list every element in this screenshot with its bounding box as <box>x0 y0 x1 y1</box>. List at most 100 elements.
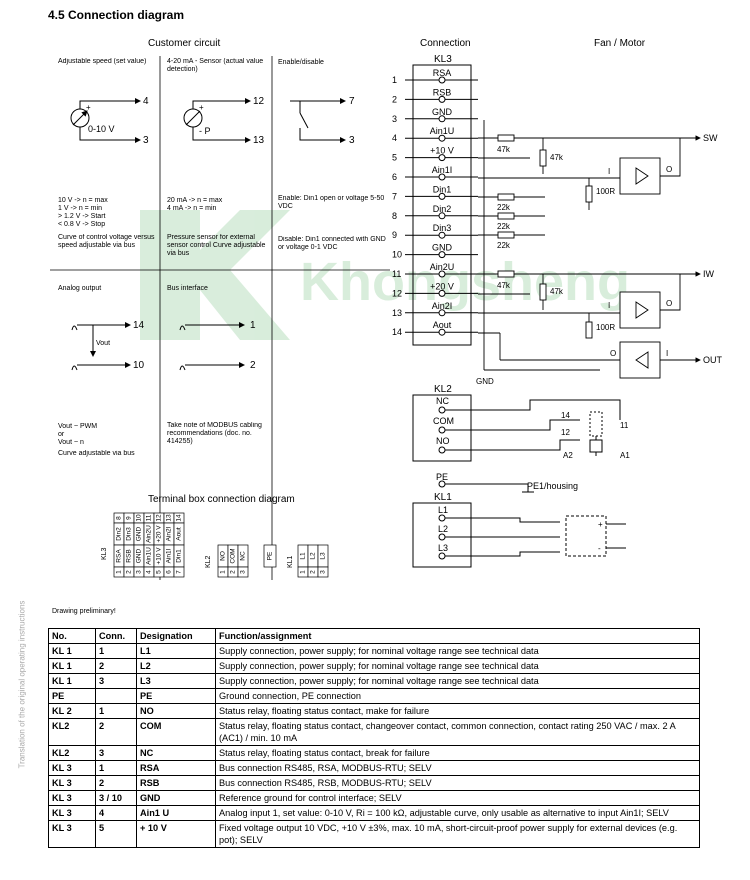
terminal-kl3-top: 10 <box>136 514 143 522</box>
terminal-kl2-num: 1 <box>220 570 227 574</box>
kl3-pin-label: GND <box>432 243 453 253</box>
cell-function: Bus connection RS485, RSB, MODBUS-RTU; S… <box>215 775 700 791</box>
terminal-kl3-top: 13 <box>166 514 173 522</box>
header-function: Function/assignment <box>215 628 700 644</box>
cell-designation: Ain1 U <box>136 805 216 821</box>
assignment-table: No. Conn. Designation Function/assignmen… <box>48 628 700 848</box>
svg-text:11: 11 <box>620 421 629 430</box>
terminal-kl3-top: 11 <box>146 514 153 521</box>
svg-text:1: 1 <box>250 320 256 331</box>
kl3-pin-label: +10 V <box>430 146 454 156</box>
terminal-kl2-num: 2 <box>230 570 237 574</box>
terminal-kl2-label: KL2 <box>205 555 212 568</box>
terminal-kl3-bot: 7 <box>176 570 183 574</box>
cell-function: Fixed voltage output 10 VDC, +10 V ±3%, … <box>215 820 700 848</box>
kl3-pin-number: 9 <box>392 230 397 240</box>
svg-text:13: 13 <box>253 135 265 146</box>
kl3-pin-number: 10 <box>392 250 402 260</box>
cell-function: Status relay, floating status contact, m… <box>215 703 700 719</box>
terminal-kl3-low: +10 V <box>156 547 163 565</box>
svg-text:> 1.2 V -> Start: > 1.2 V -> Start <box>58 213 106 220</box>
svg-text:L1: L1 <box>438 505 448 515</box>
cell-no: KL 1 <box>48 643 96 659</box>
svg-text:A1: A1 <box>620 451 630 460</box>
kl3-pin-label: Aout <box>433 320 452 330</box>
terminal-kl3-low: Ain1I <box>166 548 173 563</box>
kl3-pin-number: 6 <box>392 172 397 182</box>
col2-curve: Pressure sensor for external sensor cont… <box>167 234 266 257</box>
terminal-kl3-mid: Ain2U <box>146 525 153 543</box>
r100-1: 100R <box>596 187 615 196</box>
kl3-pin-number: 2 <box>392 94 397 104</box>
bus-interface-label: Bus interface <box>167 285 208 292</box>
svg-text:14: 14 <box>561 411 570 420</box>
cell-no: KL 3 <box>48 790 96 806</box>
svg-text:Vout ~ n: Vout ~ n <box>58 439 84 446</box>
cell-no: KL 3 <box>48 805 96 821</box>
svg-text:+: + <box>199 103 204 112</box>
col1-lines: 10 V -> n = max 1 V -> n = min > 1.2 V -… <box>58 197 108 228</box>
svg-text:or: or <box>58 431 65 438</box>
svg-text:7: 7 <box>349 96 355 107</box>
terminal-kl3-bot: 3 <box>136 570 143 574</box>
terminal-kl2-cell: NO <box>220 551 227 561</box>
watermark-text: Khongsheng <box>300 252 630 312</box>
terminal-kl3-mid: GND <box>136 526 143 541</box>
cell-designation: NO <box>136 703 216 719</box>
cell-designation: + 10 V <box>136 820 216 848</box>
cell-function: Status relay, floating status contact, c… <box>215 718 700 746</box>
svg-text:NC: NC <box>436 396 449 406</box>
cell-function: Analog input 1, set value: 0-10 V, Ri = … <box>215 805 700 821</box>
terminal-kl3-low: Ain1U <box>146 547 153 565</box>
svg-text:3: 3 <box>349 135 355 146</box>
vout-curve: Curve adjustable via bus <box>58 450 135 457</box>
cell-function: Reference ground for control interface; … <box>215 790 700 806</box>
kl1-wiring <box>438 514 626 560</box>
svg-text:20 mA -> n = max: 20 mA -> n = max <box>167 197 223 204</box>
svg-text:4: 4 <box>143 96 149 107</box>
cell-conn: 1 <box>95 703 137 719</box>
col1-curve: Curve of control voltage versus speed ad… <box>58 234 155 249</box>
r22k-1: 22k <box>497 203 511 212</box>
svg-text:O: O <box>666 299 672 308</box>
connection-diagram: Khongsheng Customer circuit Adjustable s… <box>50 38 723 580</box>
kl3-pin-number: 8 <box>392 211 397 221</box>
kl2-pins: NC COM NO <box>433 396 454 446</box>
cell-no: KL 2 <box>48 703 96 719</box>
cell-designation: L3 <box>136 673 216 689</box>
cell-no: KL2 <box>48 718 96 746</box>
pe-label: PE <box>436 472 448 482</box>
svg-text:1 V -> n = min: 1 V -> n = min <box>58 205 102 212</box>
svg-text:- P: - P <box>199 126 211 136</box>
col3-label: Enable/disable <box>278 59 324 66</box>
kl3-pin-label: RSB <box>433 87 452 97</box>
svg-text:I: I <box>608 167 610 176</box>
svg-text:< 0.8 V -> Stop: < 0.8 V -> Stop <box>58 221 105 228</box>
kl3-pin-label: GND <box>432 107 453 117</box>
terminal-kl1-cell: L1 <box>300 552 307 560</box>
terminal-kl1-label: KL1 <box>287 555 294 568</box>
terminal-kl3-mid: Aout <box>176 527 183 541</box>
kl3-pin-label: RSA <box>433 68 452 78</box>
terminal-kl3-bot: 5 <box>156 570 163 574</box>
watermark: Khongsheng <box>140 210 630 340</box>
terminal-pe-cell: PE <box>267 551 274 560</box>
cell-no: KL 3 <box>48 775 96 791</box>
header-no: No. <box>48 628 96 644</box>
svg-text:L2: L2 <box>438 524 448 534</box>
pot-voltage: 0-10 V <box>88 124 115 134</box>
page-heading: 4.5 Connection diagram <box>48 8 185 22</box>
kl3-box <box>412 64 472 346</box>
r47k-2: 47k <box>550 153 564 162</box>
kl2-box <box>412 394 472 462</box>
svg-text:L3: L3 <box>438 543 448 553</box>
terminal-kl3-mid: +20 V <box>156 525 163 543</box>
